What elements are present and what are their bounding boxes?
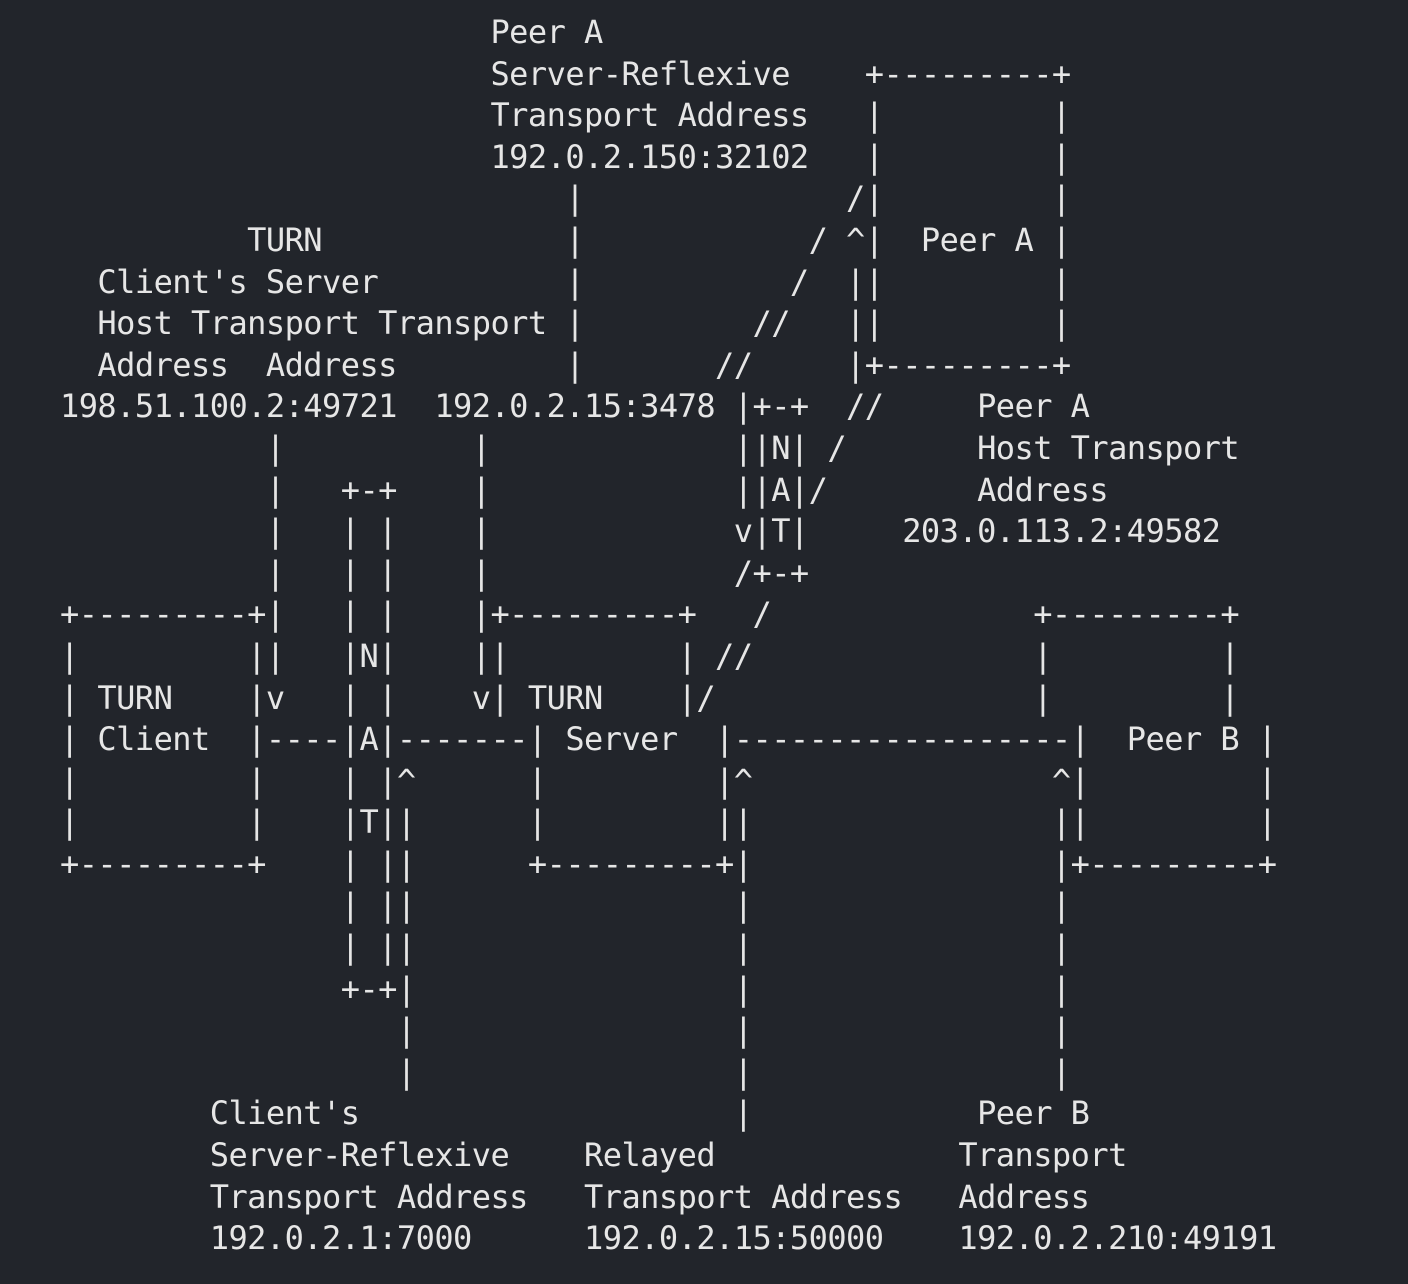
diagram-line-17: | TURN |v | | v| TURN |/ | |: [60, 678, 1240, 717]
diagram-line-19: | | | |^ | |^ ^| |: [60, 761, 1277, 800]
diagram-line-29: Transport Address Transport Address Addr…: [60, 1177, 1090, 1216]
diagram-line-30: 192.0.2.1:7000 192.0.2.15:50000 192.0.2.…: [60, 1219, 1277, 1258]
diagram-line-16: | || |N| || | // | |: [60, 636, 1240, 675]
diagram-line-27: Client's | Peer B: [60, 1094, 1090, 1133]
diagram-line-1: Peer A: [60, 13, 603, 51]
diagram-line-3: Transport Address | |: [60, 96, 1071, 135]
diagram-line-8: Host Transport Transport | // || |: [60, 304, 1071, 343]
diagram-line-22: | || | |: [60, 886, 1071, 925]
diagram-line-9: Address Address | // |+---------+: [60, 345, 1071, 384]
diagram-line-7: Client's Server | / || |: [60, 262, 1071, 301]
diagram-line-20: | | |T|| | || || |: [60, 803, 1277, 842]
diagram-line-21: +---------+ | || +---------+| |+--------…: [60, 844, 1277, 883]
diagram-line-12: | +-+ | ||A|/ Address: [60, 470, 1109, 509]
diagram-line-11: | | ||N| / Host Transport: [60, 428, 1240, 467]
diagram-line-2: Server-Reflexive +---------+: [60, 54, 1071, 93]
turn-network-diagram: Peer A Server-Reflexive +---------+ Tran…: [60, 12, 1277, 1260]
diagram-line-10: 198.51.100.2:49721 192.0.2.15:3478 |+-+ …: [60, 387, 1090, 426]
diagram-line-18: | Client |----|A|-------| Server |------…: [60, 720, 1277, 759]
diagram-line-5: | /| |: [60, 179, 1071, 218]
diagram-line-15: +---------+| | | |+---------+ / +-------…: [60, 595, 1240, 634]
diagram-line-24: +-+| | |: [60, 969, 1071, 1008]
diagram-line-25: | | |: [60, 1011, 1071, 1050]
diagram-line-26: | | |: [60, 1052, 1071, 1091]
diagram-line-4: 192.0.2.150:32102 | |: [60, 137, 1071, 176]
diagram-line-23: | || | |: [60, 928, 1071, 967]
diagram-line-28: Server-Reflexive Relayed Transport: [60, 1136, 1128, 1175]
diagram-line-13: | | | | v|T| 203.0.113.2:49582: [60, 512, 1221, 551]
diagram-line-14: | | | | /+-+: [60, 553, 809, 592]
diagram-line-6: TURN | / ^| Peer A |: [60, 220, 1071, 259]
